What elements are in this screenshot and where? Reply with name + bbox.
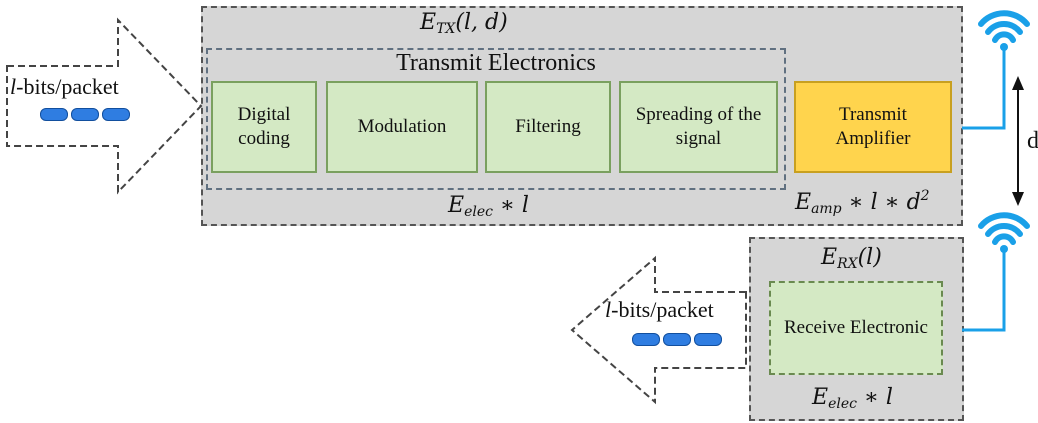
output-packet-arrow: [570, 255, 747, 405]
filtering-block: Filtering: [485, 81, 611, 173]
bit-icon: [71, 108, 99, 121]
input-packet-label: l-bits/packet: [10, 74, 119, 99]
transmit-electronics-box: [206, 48, 786, 190]
modulation-block: Modulation: [326, 81, 478, 173]
amp-energy-label: Eamp ∗ l ∗ d2: [795, 188, 930, 217]
rx-energy-label: ERX(l): [821, 245, 882, 272]
rx-wifi-icon: [978, 212, 1030, 245]
transmit-amplifier-block: Transmit Amplifier: [794, 81, 952, 173]
tx-wifi-icon: [978, 10, 1030, 43]
tx-antenna-line: [962, 45, 1006, 130]
bit-icon: [40, 108, 68, 121]
input-packet-bits: [40, 108, 133, 126]
distance-label: d: [1027, 128, 1038, 154]
bit-icon: [694, 333, 722, 346]
rx-antenna-line: [962, 246, 1006, 332]
receive-electronic-block: Receive Electronic: [769, 281, 943, 375]
output-packet-bits: [632, 333, 725, 351]
digital-coding-block: Digital coding: [211, 81, 317, 173]
input-packet-arrow: [6, 17, 203, 195]
spreading-block: Spreading of the signal: [619, 81, 778, 173]
tx-energy-label: ETX(l, d): [420, 10, 508, 37]
tx-elec-energy-label: Eelec ∗ l: [448, 193, 529, 220]
tx-energy-args: (l, d): [455, 10, 508, 35]
bit-icon: [663, 333, 691, 346]
output-packet-label: l-bits/packet: [605, 297, 714, 322]
bit-icon: [632, 333, 660, 346]
transmit-electronics-title: Transmit Electronics: [396, 50, 596, 76]
rx-elec-energy-label: Eelec ∗ l: [812, 385, 893, 412]
bit-icon: [102, 108, 130, 121]
